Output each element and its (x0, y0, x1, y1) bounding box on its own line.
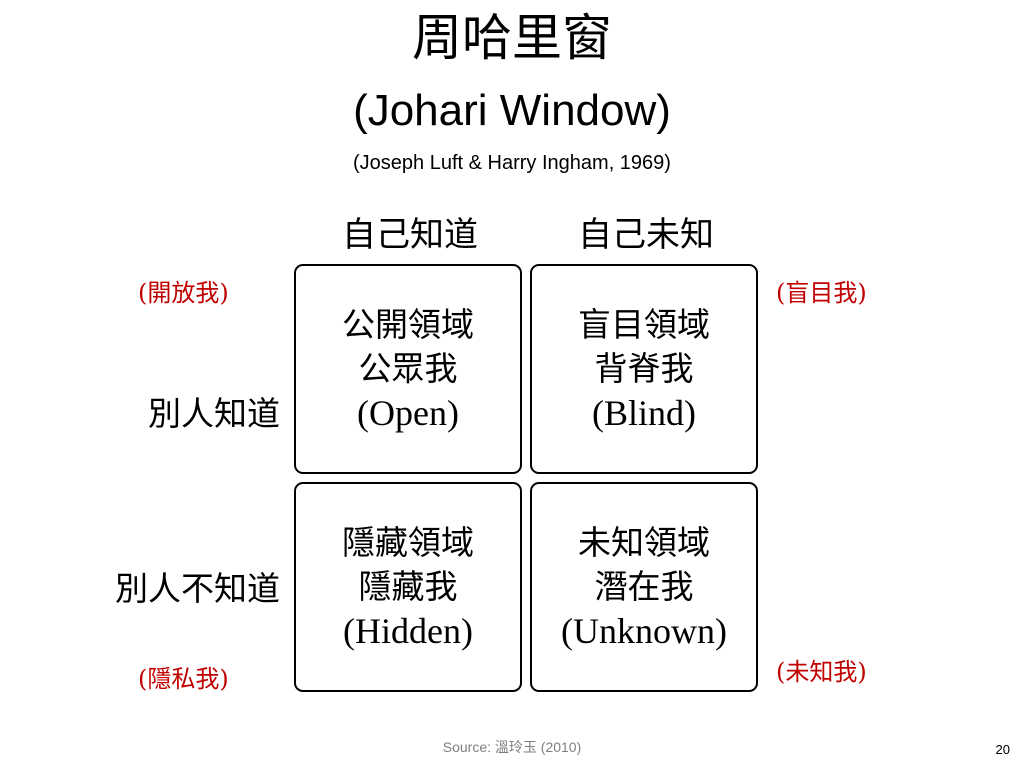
slide-title-english: (Johari Window) (353, 86, 671, 135)
label-open-self: (開放我) (138, 279, 229, 307)
slide-page-number: 20 (995, 742, 1010, 757)
quadrant-hidden: 隱藏領域 隱藏我 (Hidden) (294, 482, 522, 692)
quadrant-open-self: 公眾我 (358, 349, 458, 388)
quadrant-blind: 盲目領域 背脊我 (Blind) (530, 264, 758, 474)
quadrant-open-area: 公開領域 (342, 305, 474, 344)
quadrant-unknown: 未知領域 潛在我 (Unknown) (530, 482, 758, 692)
quadrant-hidden-area: 隱藏領域 (342, 523, 474, 562)
quadrant-unknown-area: 未知領域 (578, 523, 710, 562)
label-blind-self: (盲目我) (776, 279, 867, 307)
label-unknown-self: (未知我) (776, 658, 867, 686)
row-header-others-unknown: 別人不知道 (115, 569, 280, 608)
quadrant-hidden-self: 隱藏我 (358, 567, 458, 606)
quadrant-open-english: (Open) (357, 393, 459, 433)
quadrant-hidden-english: (Hidden) (343, 611, 473, 651)
quadrant-blind-area: 盲目領域 (578, 305, 710, 344)
quadrant-unknown-self: 潛在我 (594, 567, 694, 606)
quadrant-blind-english: (Blind) (592, 393, 696, 433)
column-header-self-known: 自己知道 (342, 215, 478, 255)
label-hidden-self: (隱私我) (138, 665, 229, 693)
quadrant-unknown-english: (Unknown) (561, 611, 727, 651)
column-header-self-unknown: 自己未知 (578, 215, 714, 255)
slide-subtitle-authors: (Joseph Luft & Harry Ingham, 1969) (353, 152, 671, 174)
source-citation: Source: 溫玲玉 (2010) (442, 739, 582, 755)
quadrant-open: 公開領域 公眾我 (Open) (294, 264, 522, 474)
slide-title-chinese: 周哈里窗 (412, 9, 612, 67)
row-header-others-known: 別人知道 (148, 394, 280, 433)
quadrant-blind-self: 背脊我 (594, 349, 694, 388)
